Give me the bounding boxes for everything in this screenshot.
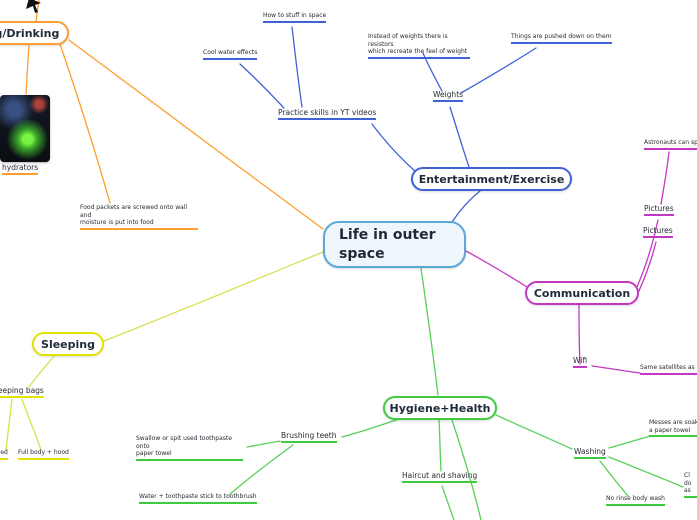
connector-hygiene-haircut <box>438 419 442 472</box>
node-entertainment-exercise[interactable]: Entertainment/Exercise <box>411 167 572 191</box>
label-wifi[interactable]: Wifi <box>573 356 588 369</box>
label-messes-paper-towel[interactable]: Messes are soake a paper towel <box>649 419 697 437</box>
connector-practice-howto <box>291 26 303 108</box>
node-sleeping-label: Sleeping <box>41 337 95 351</box>
connector-wifi-satellites <box>591 365 641 374</box>
node-hygiene-health-label: Hygiene+Health <box>389 401 491 415</box>
label-no-rinse-body-wash[interactable]: No rinse body wash <box>606 495 665 506</box>
label-practice-skills[interactable]: Practice skills in YT videos <box>278 108 377 121</box>
connector-hygiene-offscreen <box>451 419 482 520</box>
connector-washing-norinse <box>599 460 629 497</box>
connector-hygiene-washing <box>495 414 573 450</box>
central-node-label: Life in outer space <box>339 227 436 262</box>
connector-washing-corner <box>608 456 684 488</box>
node-entertainment-exercise-label: Entertainment/Exercise <box>418 172 565 186</box>
connector-eating-foodpackets <box>59 43 111 204</box>
connector-practice-coolwater <box>239 63 285 109</box>
connector-bags-fullbody <box>21 398 42 451</box>
label-haircut-shaving[interactable]: Haircut and shaving <box>402 471 478 484</box>
node-eating-drinking[interactable]: Eating/Drinking <box>0 21 69 45</box>
node-sleeping[interactable]: Sleeping <box>32 332 104 356</box>
label-sleeping-bags[interactable]: Sleeping bags <box>0 386 44 399</box>
label-pictures-bottom[interactable]: Pictures <box>643 226 673 239</box>
label-weights[interactable]: Weights <box>433 90 464 103</box>
label-water-toothpaste-stick[interactable]: Water + toothpaste stick to toothbrush <box>139 493 257 504</box>
node-communication-label: Communication <box>533 286 631 300</box>
connector-haircut-offscreen <box>441 485 455 520</box>
label-brushing-teeth[interactable]: Brushing teeth <box>281 431 337 444</box>
label-full-body-hood[interactable]: Full body + hood <box>18 449 69 460</box>
photo-hydrators[interactable] <box>0 95 50 162</box>
connector-communication-pictures-top <box>636 219 659 288</box>
node-eating-drinking-label: Eating/Drinking <box>0 26 60 40</box>
connector-sleeping-bags <box>28 355 55 388</box>
connector-pictures-astronauts <box>660 151 670 205</box>
mouse-cursor-icon <box>26 0 41 13</box>
label-astronauts-can-speak[interactable]: Astronauts can spea <box>644 139 697 150</box>
connector-central-hygiene <box>420 267 439 396</box>
connector-communication-wifi <box>578 304 581 365</box>
connector-central-sleeping <box>103 251 324 342</box>
connector-central-entertainment <box>451 190 481 223</box>
connector-communication-pictures-bottom <box>638 241 657 292</box>
connector-brushing-swallow <box>246 440 281 448</box>
central-node-life-in-outer-space[interactable]: Life in outer space <box>323 221 466 268</box>
label-cool-water-effects[interactable]: Cool water effects <box>203 49 258 60</box>
connector-entertainment-weights <box>449 106 470 168</box>
connector-hygiene-brushing <box>341 418 400 438</box>
label-fragment-left[interactable]: lled <box>0 449 8 460</box>
label-resistors[interactable]: Instead of weights there is resistors wh… <box>368 33 470 59</box>
connector-bags-fragment <box>5 398 13 451</box>
node-hygiene-health[interactable]: Hygiene+Health <box>383 396 497 420</box>
node-communication[interactable]: Communication <box>525 281 639 305</box>
connector-entertainment-practice <box>371 123 417 173</box>
connector-eating-top <box>35 0 40 22</box>
label-same-satellites[interactable]: Same satellites as w <box>640 364 697 375</box>
connector-weights-resistors <box>422 52 443 92</box>
connector-washing-messes <box>608 435 651 449</box>
label-how-to-stuff[interactable]: How to stuff in space <box>263 12 327 23</box>
label-hydrators[interactable]: hydrators <box>2 163 39 176</box>
label-washing[interactable]: Washing <box>574 447 606 460</box>
label-food-packets[interactable]: Food packets are screwed onto wall and m… <box>80 204 198 230</box>
label-corner-clipped[interactable]: Cl do as <box>684 472 697 498</box>
connector-central-communication <box>465 250 528 288</box>
connector-brushing-waterstick <box>229 444 294 495</box>
label-swallow-or-spit[interactable]: Swallow or spit used toothpaste onto pap… <box>136 435 243 461</box>
connector-eating-photo <box>25 43 30 95</box>
label-pictures-top[interactable]: Pictures <box>644 204 674 217</box>
connector-central-eating <box>68 39 324 230</box>
label-pushed-down[interactable]: Things are pushed down on them <box>511 33 612 44</box>
connector-weights-pushed <box>460 47 537 94</box>
